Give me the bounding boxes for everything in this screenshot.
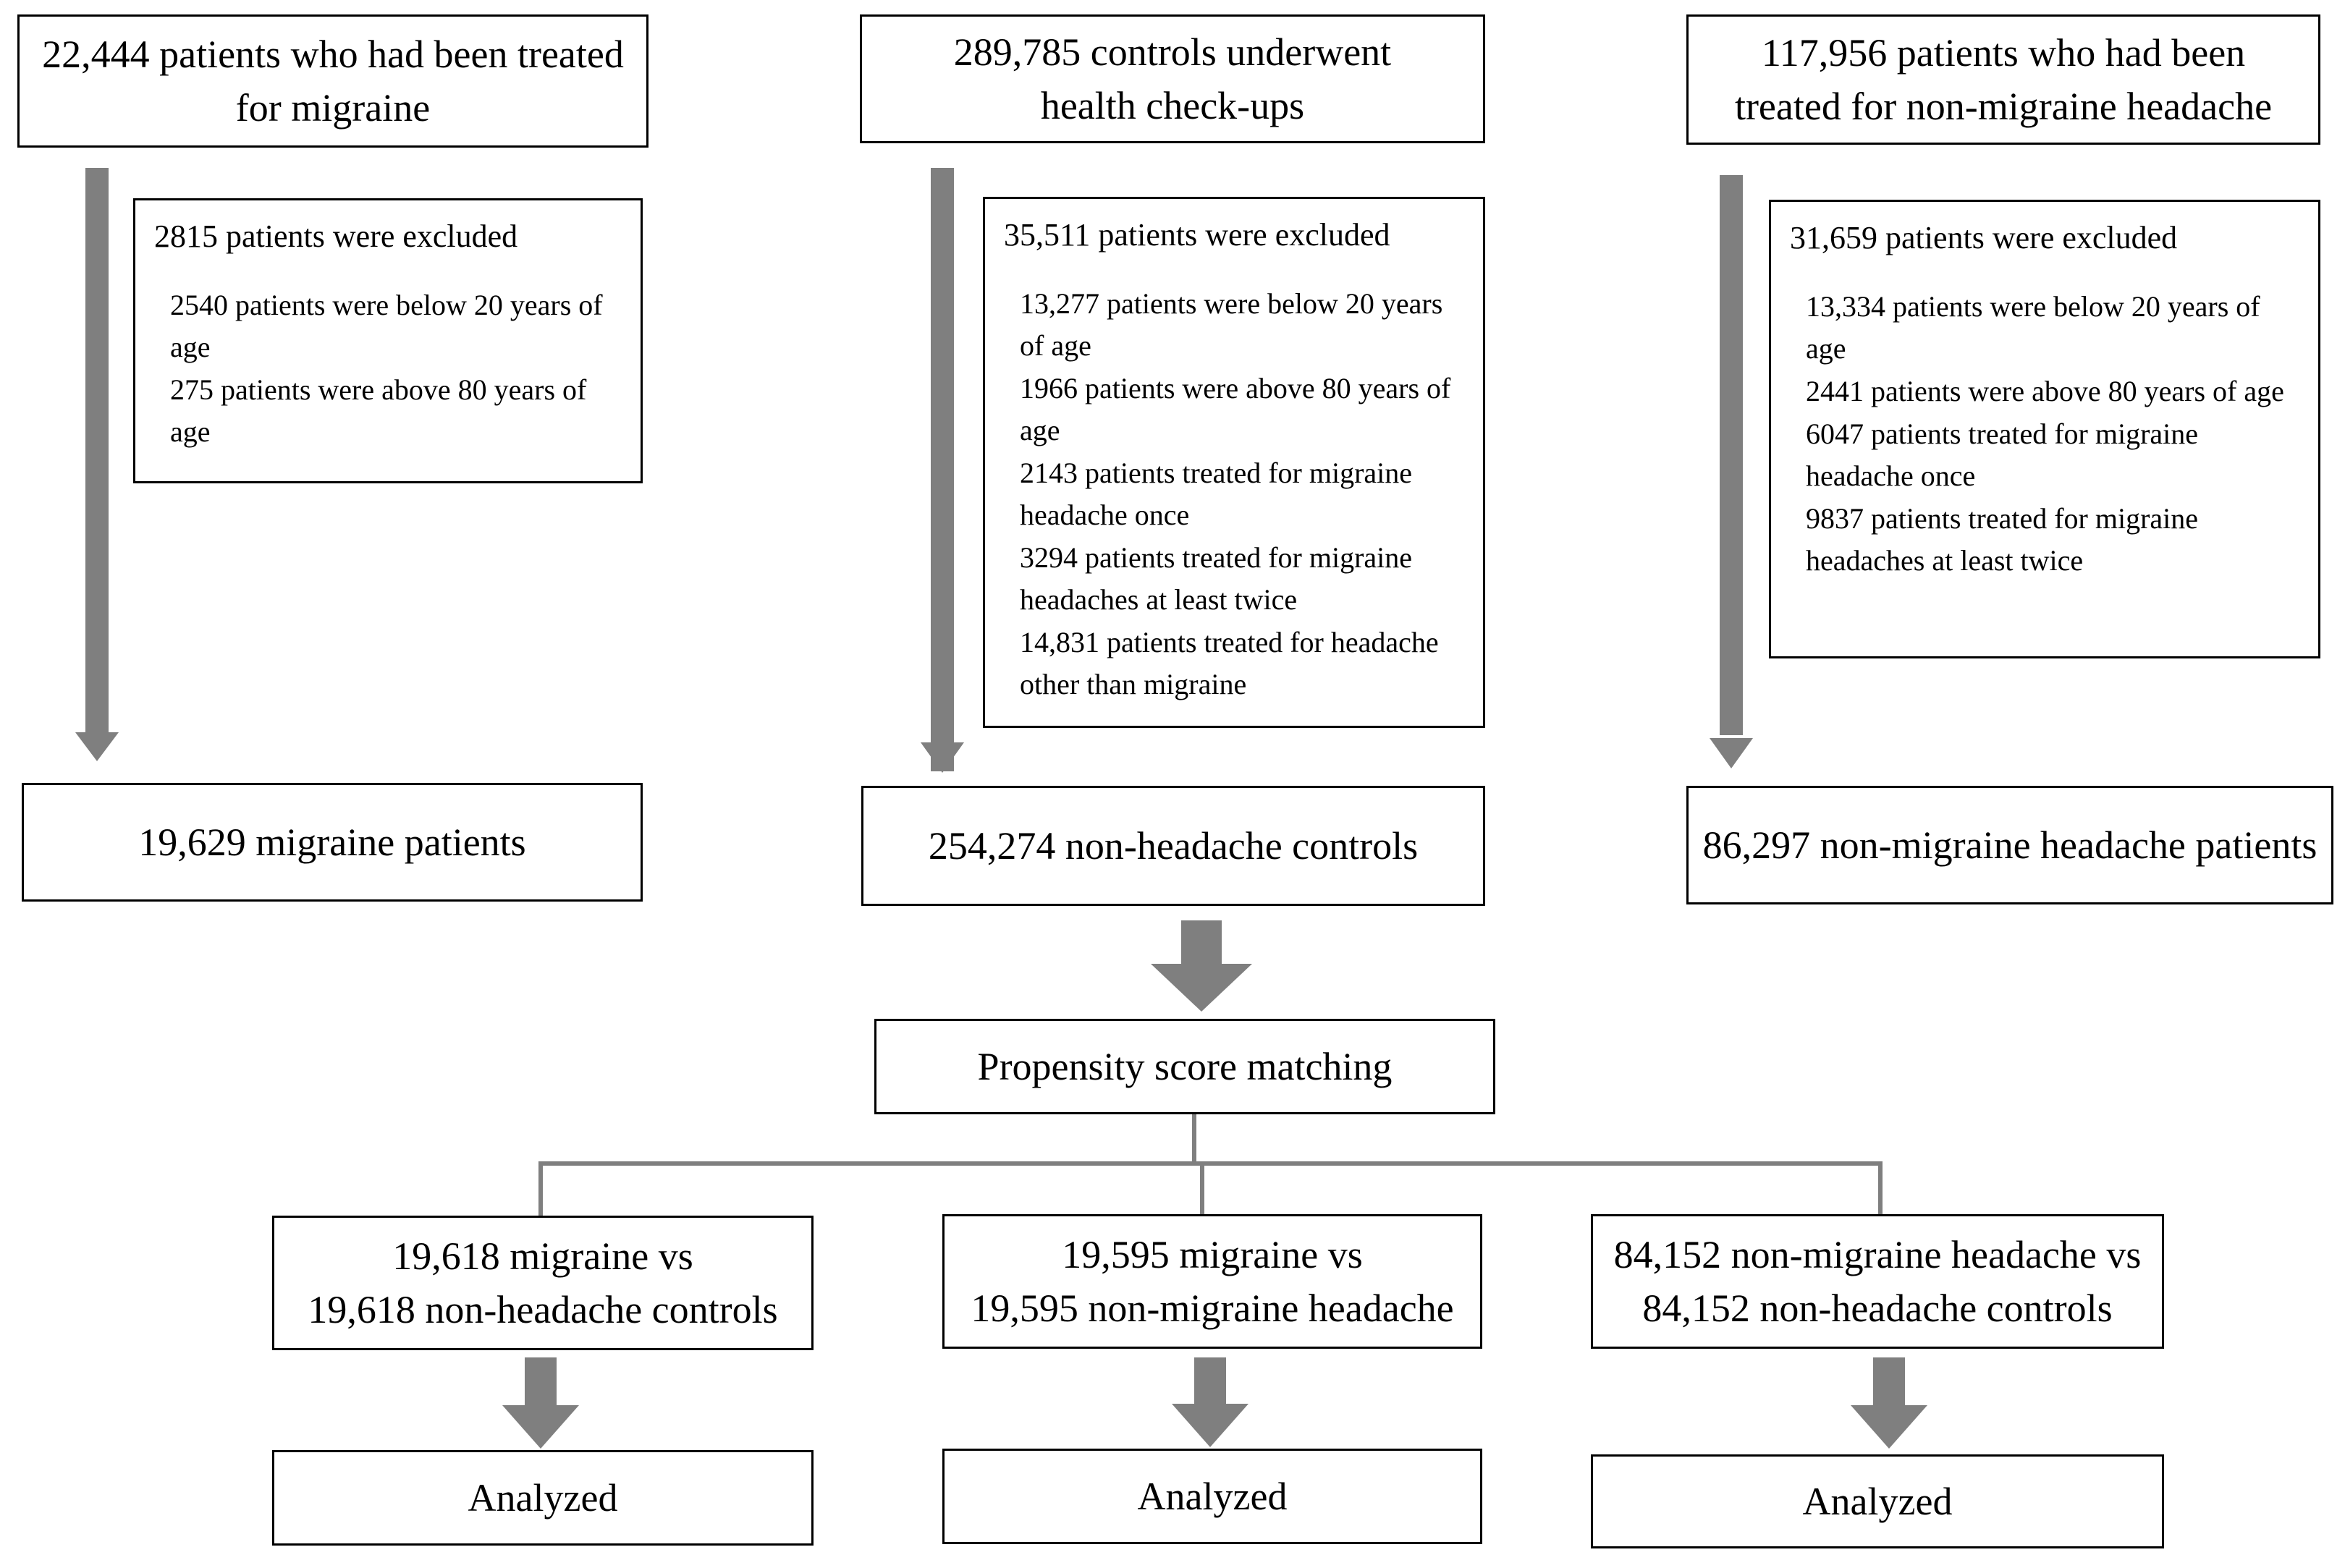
arrow-down-analyzed-2 bbox=[1172, 1357, 1248, 1447]
source-text-line2: treated for non-migraine headache bbox=[1734, 85, 2273, 128]
cohort-text: 19,629 migraine patients bbox=[138, 821, 526, 864]
analyzed-box-2: Analyzed bbox=[942, 1449, 1482, 1544]
arrow-down-non-migraine bbox=[1710, 175, 1753, 768]
analyzed-box-3: Analyzed bbox=[1591, 1454, 2164, 1548]
source-text-line1: 117,956 patients who had been bbox=[1761, 31, 2246, 75]
exclusion-item: 13,277 patients were below 20 years of a… bbox=[1020, 287, 1443, 362]
exclusion-item: 13,334 patients were below 20 years of a… bbox=[1806, 290, 2260, 365]
comparison-box-migraine-vs-non-migraine: 19,595 migraine vs 19,595 non-migraine h… bbox=[942, 1214, 1482, 1349]
comparison-text-line1: 19,595 migraine vs bbox=[1062, 1233, 1363, 1276]
exclusion-heading: 2815 patients were excluded bbox=[154, 219, 518, 254]
cohort-text: 254,274 non-headache controls bbox=[928, 824, 1419, 868]
comparison-box-migraine-vs-controls: 19,618 migraine vs 19,618 non-headache c… bbox=[272, 1216, 814, 1350]
exclusion-item: 14,831 patients treated for headache oth… bbox=[1020, 626, 1439, 700]
analyzed-text: Analyzed bbox=[1137, 1475, 1288, 1518]
arrow-down-migraine bbox=[75, 168, 119, 761]
cohort-box-migraine: 19,629 migraine patients bbox=[22, 783, 643, 902]
exclusion-list: 13,334 patients were below 20 years of a… bbox=[1790, 286, 2299, 582]
comparison-text-line2: 19,595 non-migraine headache bbox=[971, 1287, 1454, 1330]
exclusion-item: 2441 patients were above 80 years of age bbox=[1806, 375, 2284, 407]
source-text-line1: 22,444 patients who had been treated bbox=[42, 33, 624, 76]
cohort-box-controls: 254,274 non-headache controls bbox=[861, 786, 1485, 906]
exclusion-list: 13,277 patients were below 20 years of a… bbox=[1004, 283, 1464, 705]
analyzed-text: Analyzed bbox=[1802, 1480, 1953, 1523]
matching-box: Propensity score matching bbox=[874, 1019, 1495, 1114]
exclusion-list: 2540 patients were below 20 years of age… bbox=[154, 284, 622, 453]
source-text-line2: for migraine bbox=[235, 86, 431, 130]
analyzed-text: Analyzed bbox=[468, 1476, 618, 1520]
matching-branch-connector bbox=[538, 1114, 1883, 1216]
exclusion-item: 275 patients were above 80 years of age bbox=[170, 373, 587, 448]
exclusion-item: 9837 patients treated for migraine heada… bbox=[1806, 502, 2199, 577]
comparison-text-line1: 19,618 migraine vs bbox=[392, 1234, 693, 1278]
exclusion-heading: 35,511 patients were excluded bbox=[1004, 217, 1390, 253]
arrow-down-controls bbox=[921, 168, 964, 773]
comparison-text-line2: 19,618 non-headache controls bbox=[308, 1288, 778, 1331]
arrow-down-to-matching bbox=[1151, 920, 1252, 1012]
cohort-box-non-migraine: 86,297 non-migraine headache patients bbox=[1686, 786, 2333, 904]
cohort-text: 86,297 non-migraine headache patients bbox=[1702, 823, 2317, 867]
exclusion-box-migraine: 2815 patients were excluded 2540 patient… bbox=[133, 198, 643, 483]
exclusion-item: 1966 patients were above 80 years of age bbox=[1020, 372, 1451, 446]
source-box-controls: 289,785 controls underwent health check-… bbox=[860, 14, 1485, 143]
source-box-non-migraine: 117,956 patients who had been treated fo… bbox=[1686, 14, 2320, 145]
comparison-text-line2: 84,152 non-headache controls bbox=[1642, 1287, 2113, 1330]
source-text-line1: 289,785 controls underwent bbox=[953, 30, 1392, 74]
source-box-migraine: 22,444 patients who had been treated for… bbox=[17, 14, 648, 148]
exclusion-box-controls: 35,511 patients were excluded 13,277 pat… bbox=[983, 197, 1485, 728]
source-text-line2: health check-ups bbox=[1040, 84, 1305, 127]
arrow-down-analyzed-1 bbox=[502, 1357, 579, 1449]
analyzed-box-1: Analyzed bbox=[272, 1450, 814, 1546]
comparison-box-non-migraine-vs-controls: 84,152 non-migraine headache vs 84,152 n… bbox=[1591, 1214, 2164, 1349]
comparison-text-line1: 84,152 non-migraine headache vs bbox=[1613, 1233, 2142, 1276]
exclusion-item: 3294 patients treated for migraine heada… bbox=[1020, 541, 1413, 616]
matching-text: Propensity score matching bbox=[977, 1045, 1393, 1088]
exclusion-box-non-migraine: 31,659 patients were excluded 13,334 pat… bbox=[1769, 200, 2320, 658]
exclusion-item: 2143 patients treated for migraine heada… bbox=[1020, 457, 1413, 531]
arrow-down-analyzed-3 bbox=[1851, 1357, 1927, 1449]
exclusion-heading: 31,659 patients were excluded bbox=[1790, 220, 2178, 255]
exclusion-item: 6047 patients treated for migraine heada… bbox=[1806, 418, 2199, 492]
exclusion-item: 2540 patients were below 20 years of age bbox=[170, 289, 603, 363]
